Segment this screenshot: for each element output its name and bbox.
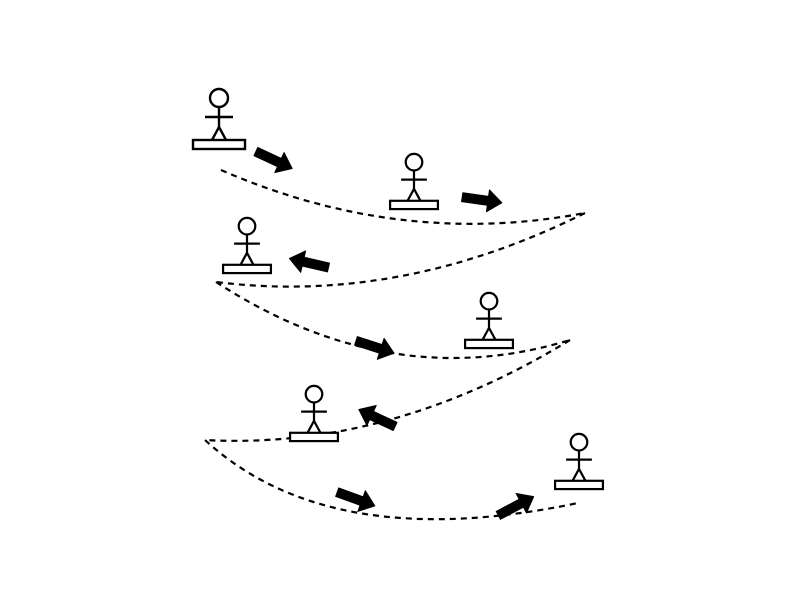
figure-legs-shape xyxy=(239,251,255,266)
figure-head-shape xyxy=(237,216,257,236)
figure-head-shape xyxy=(304,384,324,404)
arrow-shape xyxy=(461,189,503,213)
dashed-path-group xyxy=(204,168,586,521)
dashed-path-segment-3 xyxy=(215,281,571,360)
direction-arrow-icon xyxy=(253,146,293,174)
direction-arrow-icon xyxy=(358,404,398,432)
figure-legs-shape xyxy=(481,326,497,341)
figure-head-shape xyxy=(479,291,499,311)
direction-arrow-icon xyxy=(461,189,503,213)
figure-legs-shape xyxy=(306,419,322,434)
figure-legs-shape xyxy=(210,125,228,141)
board-shape xyxy=(221,263,273,275)
dashed-path-segment-2 xyxy=(215,212,586,288)
direction-arrow-icon xyxy=(354,336,395,360)
dashed-path-segment-1 xyxy=(220,168,586,225)
board-shape xyxy=(191,138,247,151)
stick-figure-on-board-icon xyxy=(388,152,440,211)
figure-legs-shape xyxy=(406,187,422,202)
arrow-shape xyxy=(354,336,395,360)
arrow-shape xyxy=(495,492,535,520)
board-shape xyxy=(288,431,340,443)
figure-head-shape xyxy=(208,87,230,109)
arrow-group xyxy=(253,146,535,520)
arrow-shape xyxy=(289,250,330,273)
stick-figure-on-board-icon xyxy=(288,384,340,443)
arrow-shape xyxy=(253,146,293,174)
board-shape xyxy=(388,199,440,211)
direction-arrow-icon xyxy=(495,492,535,520)
stick-figure-on-board-icon xyxy=(191,87,247,151)
figure-head-shape xyxy=(404,152,424,172)
figure-legs-shape xyxy=(571,467,587,482)
arrow-shape xyxy=(335,487,376,512)
stick-figure-on-board-icon xyxy=(463,291,515,350)
stick-figure-on-board-icon xyxy=(553,432,605,491)
figure-group xyxy=(191,87,605,491)
dashed-path-segment-5 xyxy=(204,439,579,521)
direction-arrow-icon xyxy=(335,487,376,512)
board-shape xyxy=(463,338,515,350)
figure-head-shape xyxy=(569,432,589,452)
stick-figure-on-board-icon xyxy=(221,216,273,275)
arrow-shape xyxy=(358,404,398,432)
direction-arrow-icon xyxy=(289,250,330,273)
board-shape xyxy=(553,479,605,491)
